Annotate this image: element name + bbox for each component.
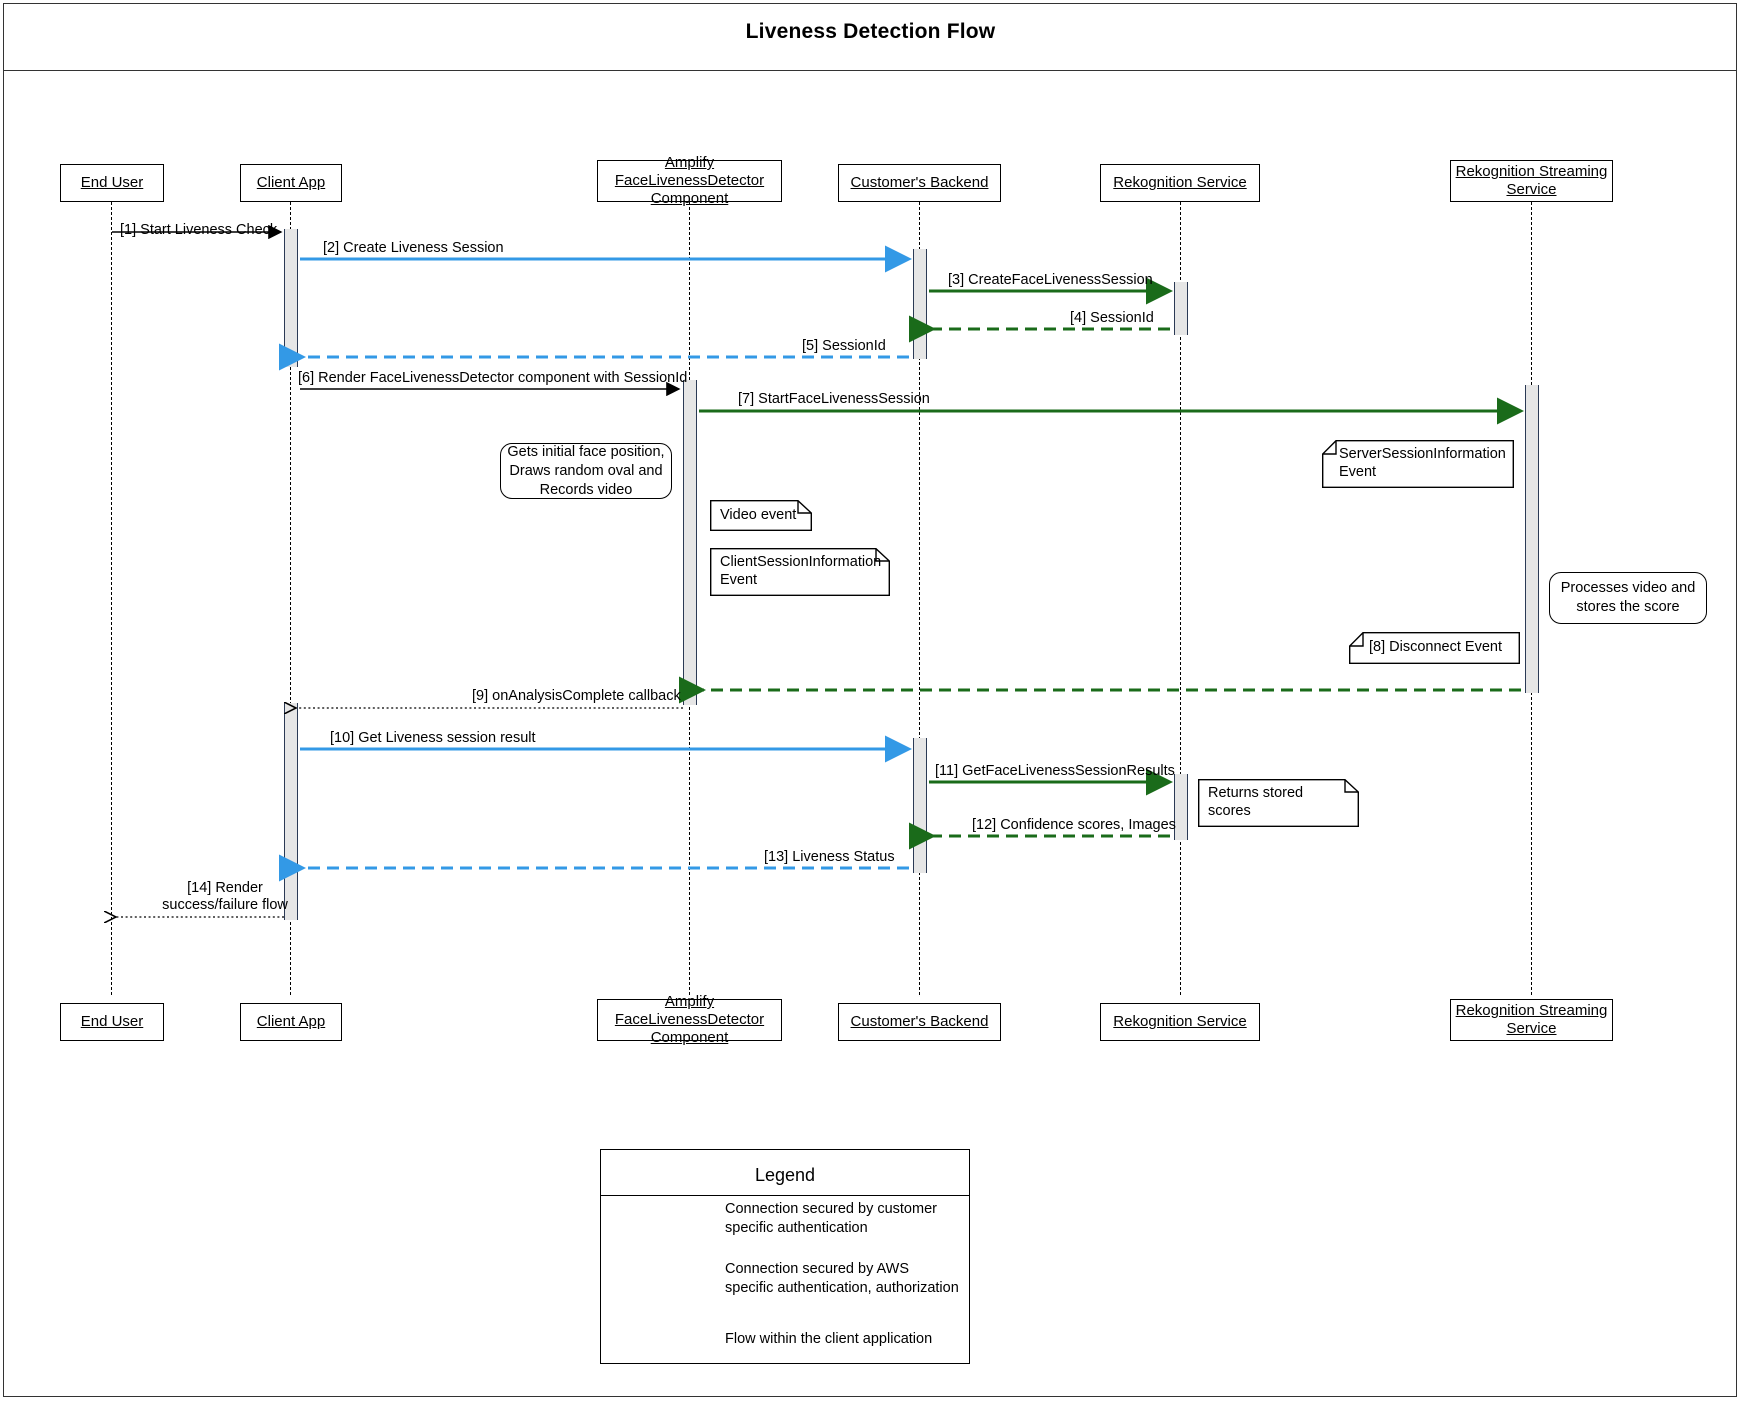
message-label-12: [12] Confidence scores, Images	[972, 817, 1176, 833]
note-text: Returns stored scores	[1208, 785, 1304, 819]
lifeline-customers-backend	[919, 202, 920, 995]
actor-label: Customer's Backend	[850, 174, 989, 191]
legend-entry-text-1: Connection secured by AWS specific authe…	[725, 1261, 959, 1296]
activation-streaming-service	[1525, 385, 1539, 693]
actor-label: Rekognition Service	[1113, 1013, 1247, 1030]
note-text: [8] Disconnect Event	[1369, 639, 1502, 655]
note-video-event: Video event	[710, 500, 812, 531]
actor-foot-client-app: Client App	[240, 1003, 342, 1041]
legend-box: Legend	[600, 1149, 970, 1364]
note-shape-folded-left	[1322, 440, 1514, 488]
message-label-9: [9] onAnalysisComplete callback	[472, 688, 681, 704]
diagram-frame	[3, 3, 1737, 1397]
note-disconnect-event: [8] Disconnect Event	[1349, 632, 1520, 664]
activation-amplify-component	[683, 380, 697, 705]
note-processes-video-and-stores-the-score: Processes video and stores the score	[1549, 572, 1707, 624]
activation-rekognition-service-2	[1174, 774, 1188, 840]
message-label-1: [1] Start Liveness Check	[120, 222, 278, 238]
message-label-14: [14] Render success/failure flow	[162, 880, 288, 913]
legend-title: Legend	[754, 1165, 816, 1185]
note-gets-initial-face-position: Gets initial face position, Draws random…	[500, 443, 672, 499]
actor-head-end-user: End User	[60, 164, 164, 202]
note-client-session-information-event: ClientSessionInformation Event	[710, 548, 890, 596]
note-returns-stored-scores: Returns stored scores	[1198, 779, 1359, 827]
message-label-3: [3] CreateFaceLivenessSession	[948, 272, 1153, 288]
note-shape-folded-left	[1349, 632, 1520, 664]
legend-entry-text-0: Connection secured by customer specific …	[725, 1201, 937, 1236]
lifeline-rekognition-service	[1180, 202, 1181, 995]
activation-client-app-1	[284, 229, 298, 367]
note-text: ClientSessionInformation Event	[720, 554, 882, 588]
message-label-5: [5] SessionId	[802, 338, 886, 354]
actor-head-client-app: Client App	[240, 164, 342, 202]
note-shape-folded-right	[710, 500, 812, 531]
message-label-11: [11] GetFaceLivenessSessionResults	[935, 763, 1175, 779]
actor-foot-rekognition-service: Rekognition Service	[1100, 1003, 1260, 1041]
message-label-10: [10] Get Liveness session result	[330, 730, 536, 746]
actor-label: End User	[80, 1013, 144, 1030]
message-label-2: [2] Create Liveness Session	[323, 240, 504, 256]
actor-foot-customers-backend: Customer's Backend	[838, 1003, 1001, 1041]
activation-customers-backend-1	[913, 249, 927, 359]
actor-head-rekognition-service: Rekognition Service	[1100, 164, 1260, 202]
activation-customers-backend-2	[913, 738, 927, 873]
note-text: Video event	[720, 507, 797, 523]
note-shape-folded-right	[1198, 779, 1359, 827]
message-label-13: [13] Liveness Status	[764, 849, 895, 865]
actor-label: Client App	[256, 1013, 326, 1030]
actor-foot-end-user: End User	[60, 1003, 164, 1041]
lifeline-end-user	[111, 202, 112, 995]
actor-head-customers-backend: Customer's Backend	[838, 164, 1001, 202]
message-label-7: [7] StartFaceLivenessSession	[738, 391, 930, 407]
note-server-session-information-event: ServerSessionInformation Event	[1322, 440, 1514, 488]
actor-label: Client App	[256, 174, 326, 191]
actor-label: Customer's Backend	[850, 1013, 989, 1030]
note-shape-folded-right	[710, 548, 890, 596]
legend-divider	[601, 1195, 969, 1196]
lifeline-client-app	[290, 202, 291, 995]
diagram-title: Liveness Detection Flow	[745, 20, 996, 43]
actor-label: End User	[80, 174, 144, 191]
legend-entry-text-2: Flow within the client application	[725, 1331, 933, 1347]
note-text: ServerSessionInformation Event	[1339, 446, 1506, 480]
message-label-4: [4] SessionId	[1070, 310, 1154, 326]
note-text: Gets initial face position, Draws random…	[507, 443, 665, 498]
actor-label: Rekognition Service	[1113, 174, 1247, 191]
title-separator	[4, 70, 1737, 71]
note-text: Processes video and stores the score	[1560, 580, 1696, 615]
activation-rekognition-service-1	[1174, 282, 1188, 335]
message-label-6: [6] Render FaceLivenessDetector componen…	[298, 370, 688, 386]
